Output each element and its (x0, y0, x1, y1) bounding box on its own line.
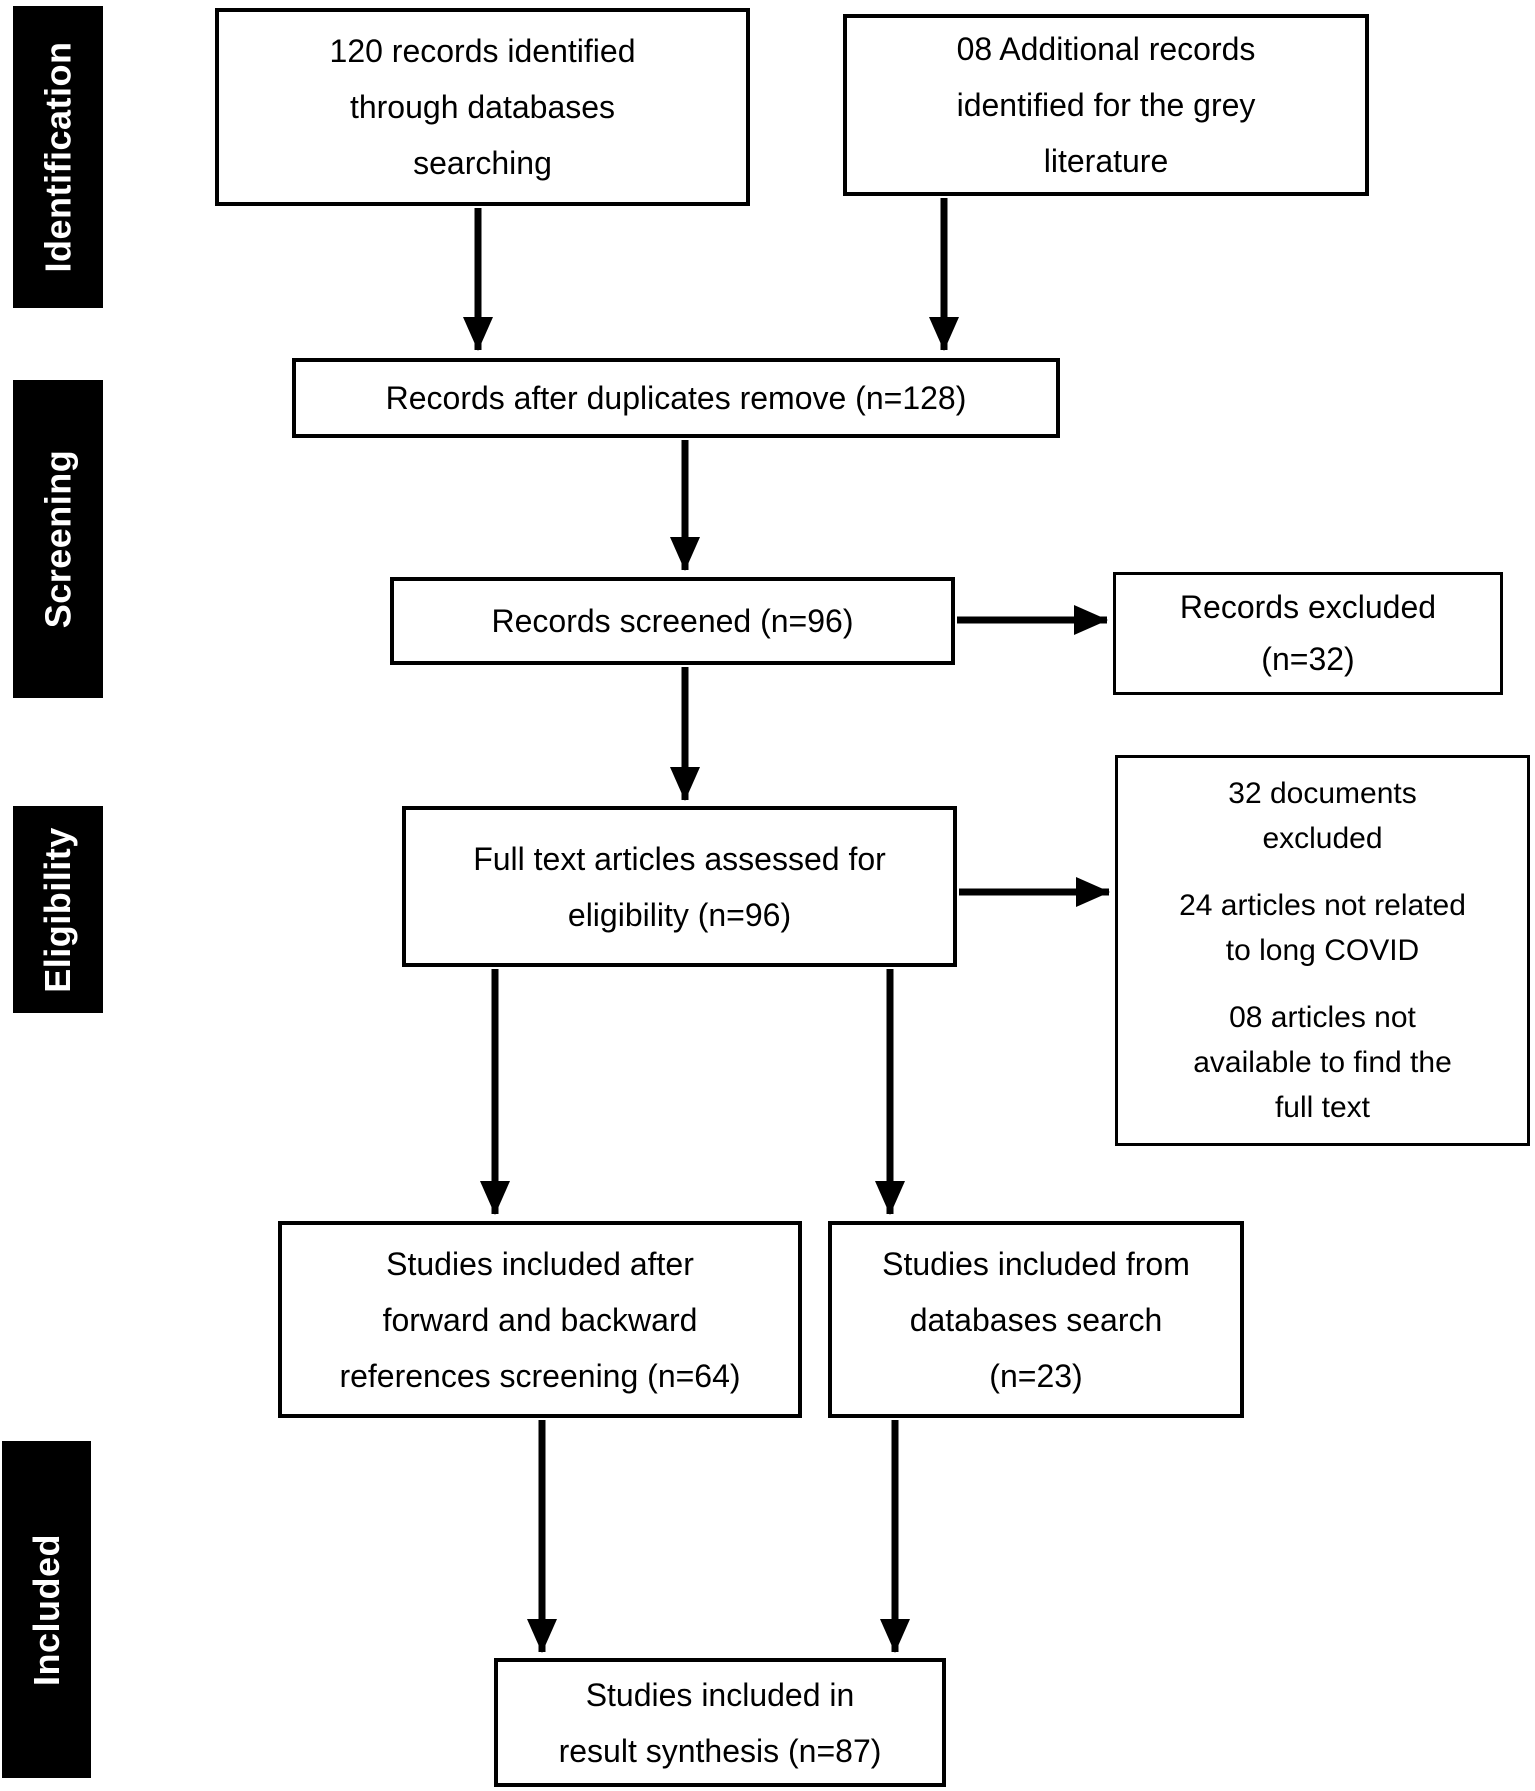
box-records-screened: Records screened (n=96) (390, 577, 955, 665)
box-records-excluded: Records excluded (n=32) (1113, 572, 1503, 695)
excluded-line: excluded (1262, 822, 1383, 855)
box-after-duplicates: Records after duplicates remove (n=128) (292, 358, 1060, 438)
excluded-line: 08 articles not (1229, 1001, 1416, 1034)
box-fulltext-excluded-details: 32 documents excluded 24 articles not re… (1115, 755, 1530, 1146)
stage-screening: Screening (13, 380, 103, 698)
excluded-line: 24 articles not related (1179, 889, 1466, 922)
box-included-references-line: references screening (n=64) (339, 1357, 741, 1394)
box-included-databases-line: (n=23) (989, 1357, 1083, 1394)
box-database-records-line: 120 records identified (329, 33, 636, 69)
box-grey-literature-line: 08 Additional records (956, 31, 1256, 67)
stage-screening-label: Screening (37, 449, 78, 629)
box-included-databases-line: Studies included from (882, 1245, 1190, 1282)
box-result-synthesis-line: Studies included in (585, 1676, 855, 1713)
box-records-screened-line: Records screened (n=96) (491, 603, 854, 639)
box-included-references-line: Studies included after (386, 1245, 694, 1282)
box-database-records-line: through databases (349, 89, 616, 125)
excluded-paragraph-not-related: 24 articles not related to long COVID (1179, 883, 1466, 973)
stage-included-label: Included (25, 1533, 67, 1686)
excluded-line: 32 documents (1228, 777, 1417, 810)
box-result-synthesis: Studies included in result synthesis (n=… (494, 1658, 946, 1787)
box-fulltext-assessed-line: eligibility (n=96) (567, 896, 792, 933)
stage-identification-label: Identification (37, 41, 78, 273)
stage-eligibility-label: Eligibility (37, 826, 79, 993)
box-records-excluded-line: (n=32) (1261, 640, 1355, 677)
box-result-synthesis-line: result synthesis (n=87) (558, 1732, 882, 1769)
stage-identification: Identification (13, 6, 103, 308)
box-database-records: 120 records identified through databases… (215, 8, 750, 206)
box-included-databases-line: databases search (909, 1301, 1163, 1338)
stage-eligibility: Eligibility (13, 806, 103, 1013)
box-fulltext-assessed-line: Full text articles assessed for (473, 840, 886, 877)
excluded-line: full text (1274, 1091, 1371, 1124)
box-included-references-line: forward and backward (382, 1301, 698, 1338)
excluded-paragraph-not-available: 08 articles not available to find the fu… (1193, 995, 1452, 1130)
excluded-line: to long COVID (1225, 934, 1420, 967)
box-grey-literature-line: literature (1043, 143, 1169, 179)
box-included-databases: Studies included from databases search (… (828, 1221, 1244, 1418)
box-records-excluded-line: Records excluded (1179, 589, 1437, 626)
box-fulltext-assessed: Full text articles assessed for eligibil… (402, 806, 957, 967)
excluded-line: available to find the (1193, 1046, 1452, 1079)
stage-included: Included (2, 1441, 91, 1778)
box-grey-literature-line: identified for the grey (956, 87, 1256, 123)
box-database-records-line: searching (413, 145, 552, 181)
box-after-duplicates-line: Records after duplicates remove (n=128) (385, 380, 967, 416)
box-grey-literature-records: 08 Additional records identified for the… (843, 14, 1369, 196)
excluded-paragraph-documents: 32 documents excluded (1228, 771, 1416, 861)
box-included-references: Studies included after forward and backw… (278, 1221, 802, 1418)
